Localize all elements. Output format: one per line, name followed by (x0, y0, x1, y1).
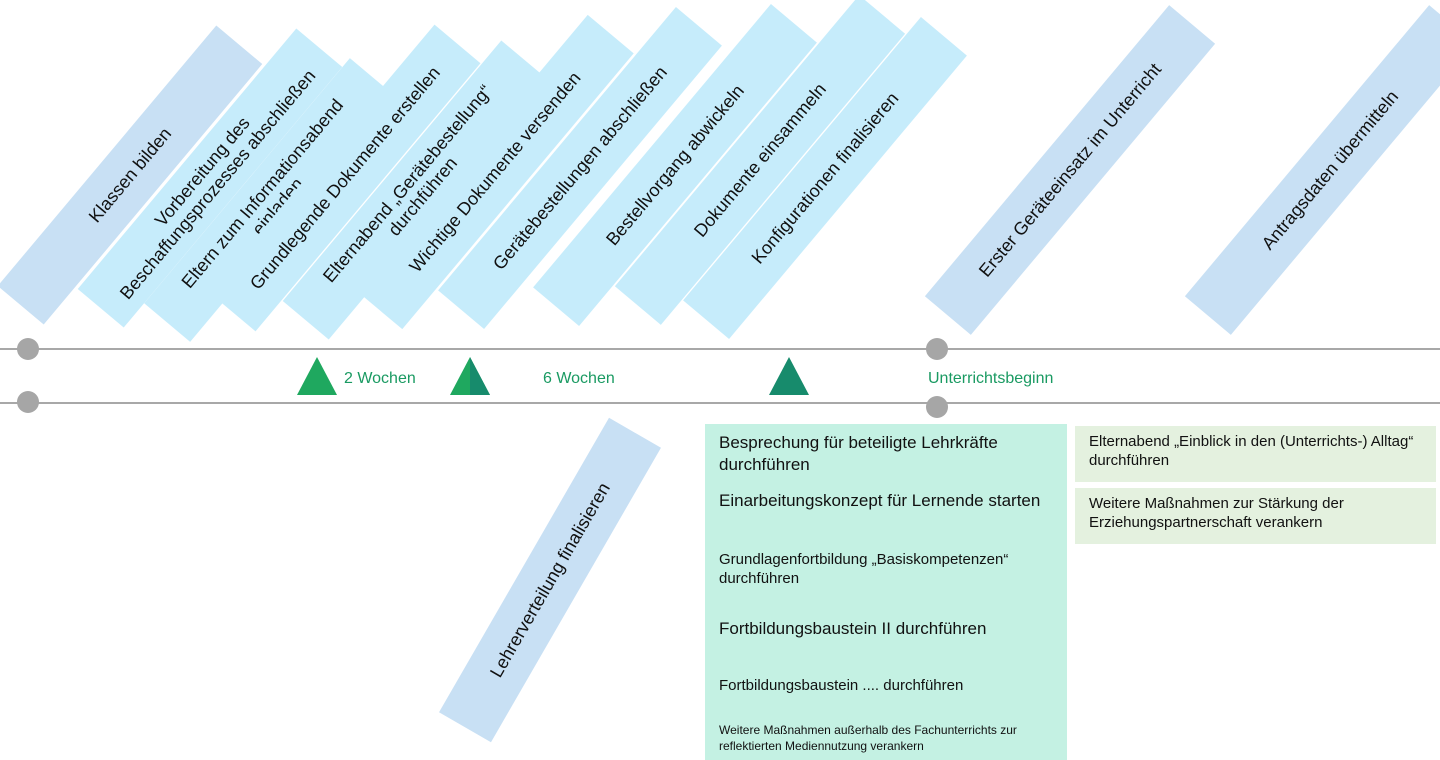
task-label: Erster Geräteeinsatz im Unterricht (974, 59, 1166, 281)
milestone-triangle-icon (769, 357, 809, 395)
timeline-dot-start-upper (17, 338, 39, 360)
parent-task-label: Weitere Maßnahmen zur Stärkung der Erzie… (1089, 495, 1344, 531)
milestone-triangle-icon (450, 357, 490, 395)
timeline-dot-school-lower (926, 396, 948, 418)
parent-task-erziehungspartnerschaft: Weitere Maßnahmen zur Stärkung der Erzie… (1075, 488, 1436, 544)
timeline-lower (0, 402, 1440, 404)
parent-task-elternabend-alltag: Elternabend „Einblick in den (Unterricht… (1075, 426, 1436, 482)
teacher-tasks-box: Besprechung für beteiligte Lehrkräfte du… (705, 424, 1067, 760)
milestone-triangle-icon (297, 357, 337, 395)
task-banner-lehrerverteilung: Lehrerverteilung finalisieren (439, 417, 661, 743)
task-banner-erster-geraeteeinsatz: Erster Geräteeinsatz im Unterricht (924, 5, 1216, 335)
milestone-label-unterrichtsbeginn: Unterrichtsbeginn (928, 370, 1054, 387)
timeline-dot-school-upper (926, 338, 948, 360)
task-banner-antragsdaten: Antragsdaten übermitteln (1184, 5, 1440, 335)
milestone-label-6-wochen: 6 Wochen (543, 370, 615, 387)
parent-task-label: Elternabend „Einblick in den (Unterricht… (1089, 433, 1414, 469)
teacher-task-fortbildung-ii: Fortbildungsbaustein II durchführen (719, 619, 987, 638)
page-title-partial (520, 0, 1080, 12)
task-label: Lehrerverteilung finalisieren (486, 479, 614, 681)
teacher-task-grundlagenfortbildung: Grundlagenfortbildung „Basiskompetenzen“… (719, 551, 1009, 587)
milestone-label-2-wochen: 2 Wochen (344, 370, 416, 387)
task-label: Antragsdaten übermitteln (1257, 86, 1403, 254)
teacher-task-medienbildung: Weitere Maßnahmen außerhalb des Fachunte… (719, 723, 1017, 753)
teacher-task-besprechung: Besprechung für beteiligte Lehrkräfte du… (719, 433, 998, 474)
timeline-upper (0, 348, 1440, 350)
teacher-task-einarbeitung: Einarbeitungskonzept für Lernende starte… (719, 491, 1041, 510)
timeline-dot-start-lower (17, 391, 39, 413)
teacher-task-fortbildung-weitere: Fortbildungsbaustein .... durchführen (719, 677, 964, 694)
